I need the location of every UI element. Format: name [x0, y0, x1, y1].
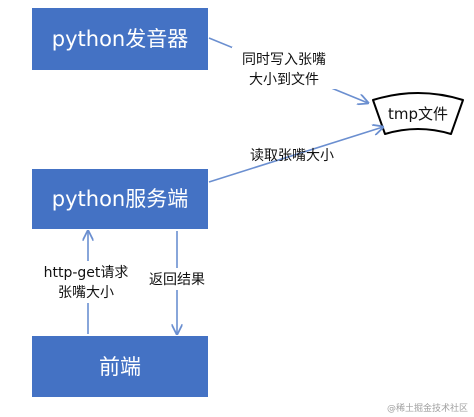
tmp-file-label: tmp文件 — [388, 105, 448, 123]
speaker-node: python发音器 — [32, 8, 208, 70]
speaker-to-tmp-label-line1: 同时写入张嘴 — [242, 52, 326, 68]
server-reads-tmp-label: 读取张嘴大小 — [250, 147, 334, 164]
frontend-label: 前端 — [99, 355, 141, 379]
server-box — [32, 169, 208, 229]
frontend-to-server-label-line1: http-get请求 — [44, 265, 129, 281]
tmp-file-node: tmp文件 — [372, 92, 464, 135]
frontend-node: 前端 — [32, 336, 208, 397]
speaker-label: python发音器 — [52, 27, 188, 51]
server-node: python服务端 — [32, 169, 208, 229]
watermark-text: @稀土掘金技术社区 — [387, 402, 468, 414]
tmp-file-shape — [372, 92, 464, 135]
speaker-to-tmp-label-line2: 大小到文件 — [249, 72, 319, 88]
frontend-box — [32, 336, 208, 397]
frontend-to-server-label-line2: 张嘴大小 — [58, 285, 114, 301]
server-label: python服务端 — [52, 187, 188, 211]
speaker-box — [32, 8, 208, 70]
speaker-to-tmp-label-bg — [232, 47, 336, 89]
frontend-to-server-label-bg — [34, 261, 138, 303]
server-to-frontend-label-bg — [140, 268, 214, 290]
server-reads-tmp-arrow — [208, 127, 383, 183]
server-to-frontend-label: 返回结果 — [149, 272, 205, 288]
